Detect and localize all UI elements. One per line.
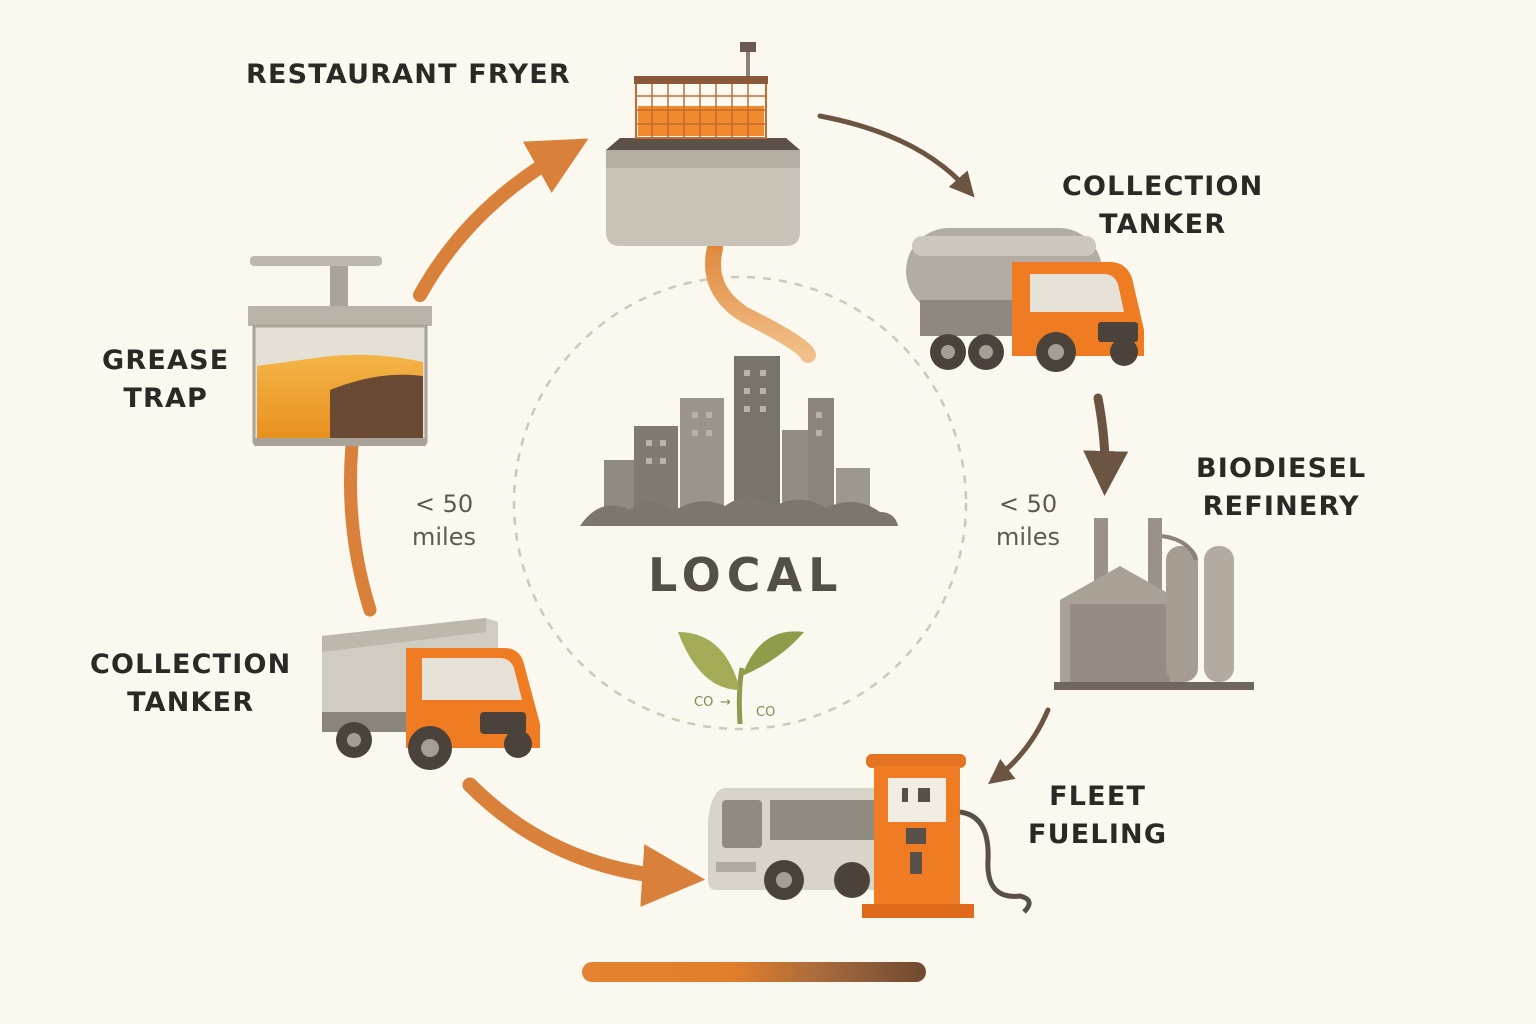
fuel-pump-icon [862,754,1032,918]
distance-unit: miles [996,523,1060,551]
co2-right-label: CO [756,705,775,720]
arrow-fryer-to-tanker [817,113,975,198]
arrow-trap-to-fryer [413,138,589,302]
label-fleet-fueling: FLEET FUELING [1028,778,1167,854]
tanker-truck-icon [906,228,1144,372]
bus-icon [708,788,880,900]
arrow-tanker-to-refinery [1083,393,1129,496]
refinery-icon [1054,518,1254,690]
distance-left: < 50 miles [412,488,476,554]
label-line: GREASE [102,345,230,376]
fryer-icon [606,42,800,246]
grease-trap-icon [248,256,432,446]
label-collection-tanker-top: COLLECTION TANKER [1062,168,1263,244]
arrow-truck-to-fleet [462,777,706,908]
label-grease-trap: GREASE TRAP [102,342,229,418]
gradient-bar [582,962,926,982]
distance-value: < 50 [414,490,474,518]
label-line: TANKER [1099,209,1227,240]
distance-right: < 50 miles [996,488,1060,554]
flow-arrows [343,113,1129,908]
label-biodiesel-refinery: BIODIESEL REFINERY [1196,450,1366,526]
local-radius-circle [512,275,968,731]
oil-pipe [705,240,816,363]
label-line: COLLECTION [1062,171,1264,202]
arrow-truck-to-trap [343,438,377,617]
label-collection-tanker-bottom: COLLECTION TANKER [90,646,291,722]
sprout-icon: CO → CO [678,631,804,725]
co2-left-label: CO [694,695,713,710]
label-line: COLLECTION [90,649,292,680]
box-truck-icon [322,618,540,770]
label-line: FLEET [1049,781,1147,812]
co2-arrow-glyph: → [720,695,731,710]
city-skyline-icon [580,356,898,526]
label-line: BIODIESEL [1196,453,1367,484]
label-line: TANKER [127,687,255,718]
label-restaurant-fryer: RESTAURANT FRYER [246,56,571,94]
label-line: RESTAURANT FRYER [246,59,571,90]
distance-unit: miles [412,523,476,551]
local-label: LOCAL [648,548,844,602]
distance-value: < 50 [998,490,1058,518]
label-line: FUELING [1028,819,1168,850]
arrow-refinery-to-fueling [988,707,1051,785]
label-line: TRAP [123,383,209,414]
label-line: REFINERY [1202,491,1360,522]
